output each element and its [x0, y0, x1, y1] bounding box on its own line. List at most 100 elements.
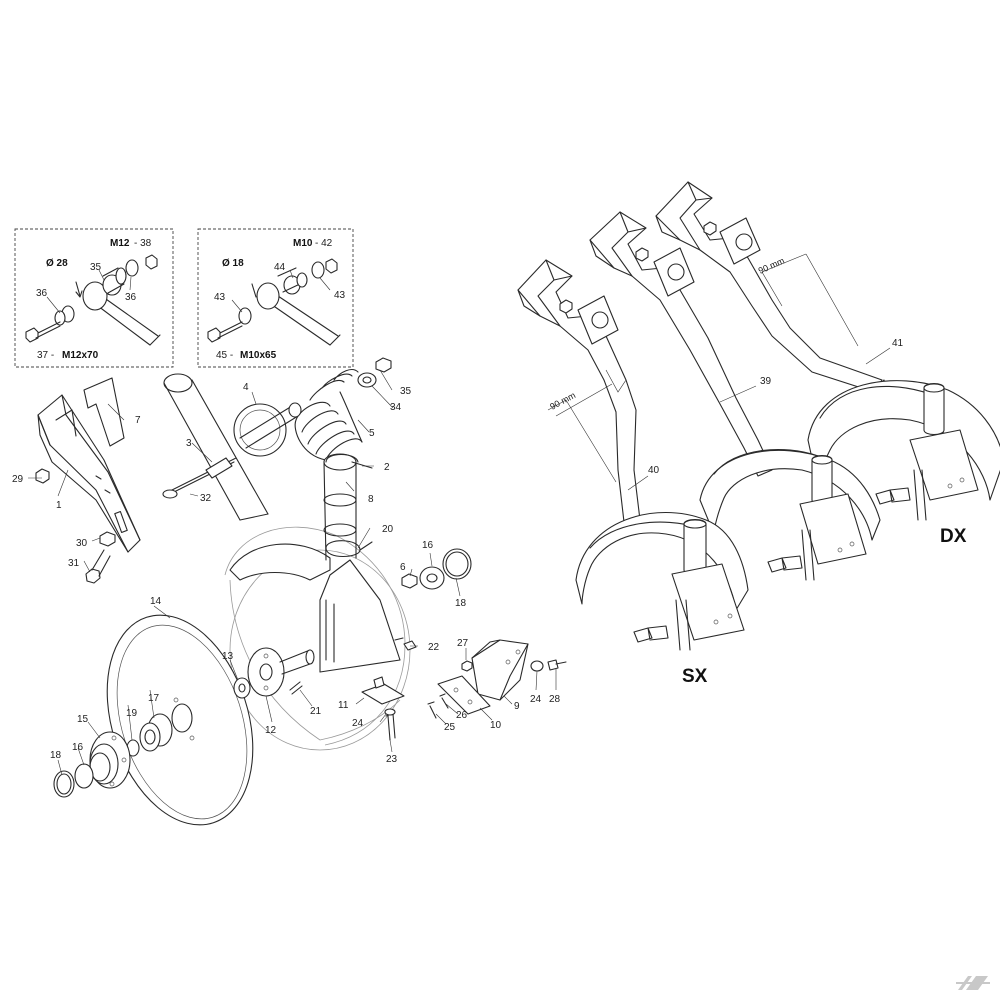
callout-24: 24	[352, 718, 364, 729]
side-label-dx: DX	[940, 526, 967, 547]
bolt-part-25	[427, 701, 437, 719]
inset-right-bolt-ref: 45 -	[216, 350, 233, 361]
inset-left-diameter: Ø 28	[46, 258, 68, 269]
callout-34: 34	[390, 402, 402, 413]
callout-35-left: 35	[90, 262, 102, 273]
callout-16b: 16	[72, 742, 84, 753]
nut-part-35	[375, 357, 392, 373]
hub-part-12	[247, 647, 315, 697]
callout-labels: 7 1 29 30 31 3 4 5 32 34 35 2 8 20 6 16 …	[12, 338, 904, 765]
callout-23: 23	[386, 754, 398, 765]
callout-6: 6	[400, 562, 406, 573]
callout-12: 12	[265, 725, 277, 736]
callout-10: 10	[490, 720, 502, 731]
callout-3: 3	[186, 438, 192, 449]
callout-8: 8	[368, 494, 374, 505]
callout-29: 29	[12, 474, 24, 485]
callout-17: 17	[148, 693, 160, 704]
dimension-90mm-right	[761, 253, 859, 347]
callout-40: 40	[648, 465, 660, 476]
washer-part-24	[384, 708, 396, 716]
bolt-part-31	[85, 549, 111, 584]
callout-5: 5	[369, 428, 375, 439]
callout-36-left-b: 36	[125, 292, 137, 303]
inset-left-bolt-label: M12x70	[62, 350, 99, 361]
inset-left-size-label: M12	[110, 238, 130, 249]
bolt-part-23	[385, 713, 396, 741]
inset-left-bolt-ref: 37 -	[37, 350, 54, 361]
dimension-90mm-left	[547, 369, 627, 483]
callout-15: 15	[77, 714, 89, 725]
flange-part-15	[89, 731, 131, 789]
bearing-part-17	[139, 713, 173, 752]
disc-part-14	[106, 614, 254, 826]
rod-part-4	[233, 402, 302, 457]
inset-right-bolt-label: M10x65	[240, 350, 277, 361]
bushing-part-22	[403, 640, 417, 651]
bolt-part-21	[289, 681, 303, 695]
plate-part-10	[437, 675, 491, 715]
side-label-sx: SX	[682, 666, 708, 687]
callout-43-b: 43	[334, 290, 346, 301]
callout-7: 7	[135, 415, 141, 426]
inset-left-size-ref: - 38	[134, 238, 152, 249]
dimension-label-right: 90 mm	[757, 256, 786, 276]
inset-right-size-ref: - 42	[315, 238, 333, 249]
dimension-label-left: 90 mm	[548, 390, 577, 412]
callout-13: 13	[222, 651, 234, 662]
bracket-part-9	[471, 639, 529, 701]
washer-part-24b	[530, 660, 544, 672]
callout-25: 25	[444, 722, 456, 733]
callout-4: 4	[243, 382, 249, 393]
callout-20: 20	[382, 524, 394, 535]
shank-part-41	[655, 181, 1000, 521]
bracket-part-1	[37, 377, 141, 553]
clip-part-2	[325, 453, 373, 469]
callout-11: 11	[338, 700, 349, 711]
inset-m12-box	[14, 228, 174, 368]
callout-39: 39	[760, 376, 772, 387]
callout-21: 21	[310, 706, 322, 717]
nut-part-29	[35, 468, 50, 484]
callout-18b: 18	[50, 750, 62, 761]
inset-m10-box	[197, 228, 354, 368]
ring-part-20	[325, 540, 373, 558]
tube-part-8	[323, 453, 357, 561]
nut-part-6	[401, 573, 418, 589]
nut-part-27	[461, 660, 473, 672]
callout-2: 2	[384, 462, 390, 473]
callout-43-a: 43	[214, 292, 226, 303]
bolt-part-26	[439, 693, 449, 709]
brand-logo	[956, 976, 990, 990]
callout-36-left-a: 36	[36, 288, 48, 299]
shank-part-40	[517, 259, 749, 651]
callout-16: 16	[422, 540, 434, 551]
callout-1: 1	[56, 500, 62, 511]
callout-19: 19	[126, 708, 138, 719]
callout-35: 35	[400, 386, 412, 397]
callout-14: 14	[150, 596, 162, 607]
callout-26: 26	[456, 710, 468, 721]
callout-32: 32	[200, 493, 212, 504]
callout-30: 30	[76, 538, 88, 549]
bolt-part-28	[547, 659, 567, 671]
callout-44: 44	[274, 262, 286, 273]
callout-18: 18	[455, 598, 467, 609]
callout-9: 9	[514, 701, 520, 712]
plate-part-11	[361, 676, 405, 705]
spring-part-5	[294, 369, 363, 461]
callout-41: 41	[892, 338, 904, 349]
nut-part-30	[99, 531, 116, 547]
tube-part-3	[163, 373, 269, 521]
callout-24b: 24	[530, 694, 542, 705]
shield-background	[224, 526, 411, 751]
inset-right-diameter: Ø 18	[222, 258, 244, 269]
callout-22: 22	[428, 642, 440, 653]
washer-part-16b	[74, 763, 94, 789]
fender-casting	[229, 543, 404, 673]
callout-31: 31	[68, 558, 80, 569]
callout-27: 27	[457, 638, 469, 649]
shank-part-39	[589, 211, 881, 581]
inset-right-size-label: M10	[293, 238, 313, 249]
